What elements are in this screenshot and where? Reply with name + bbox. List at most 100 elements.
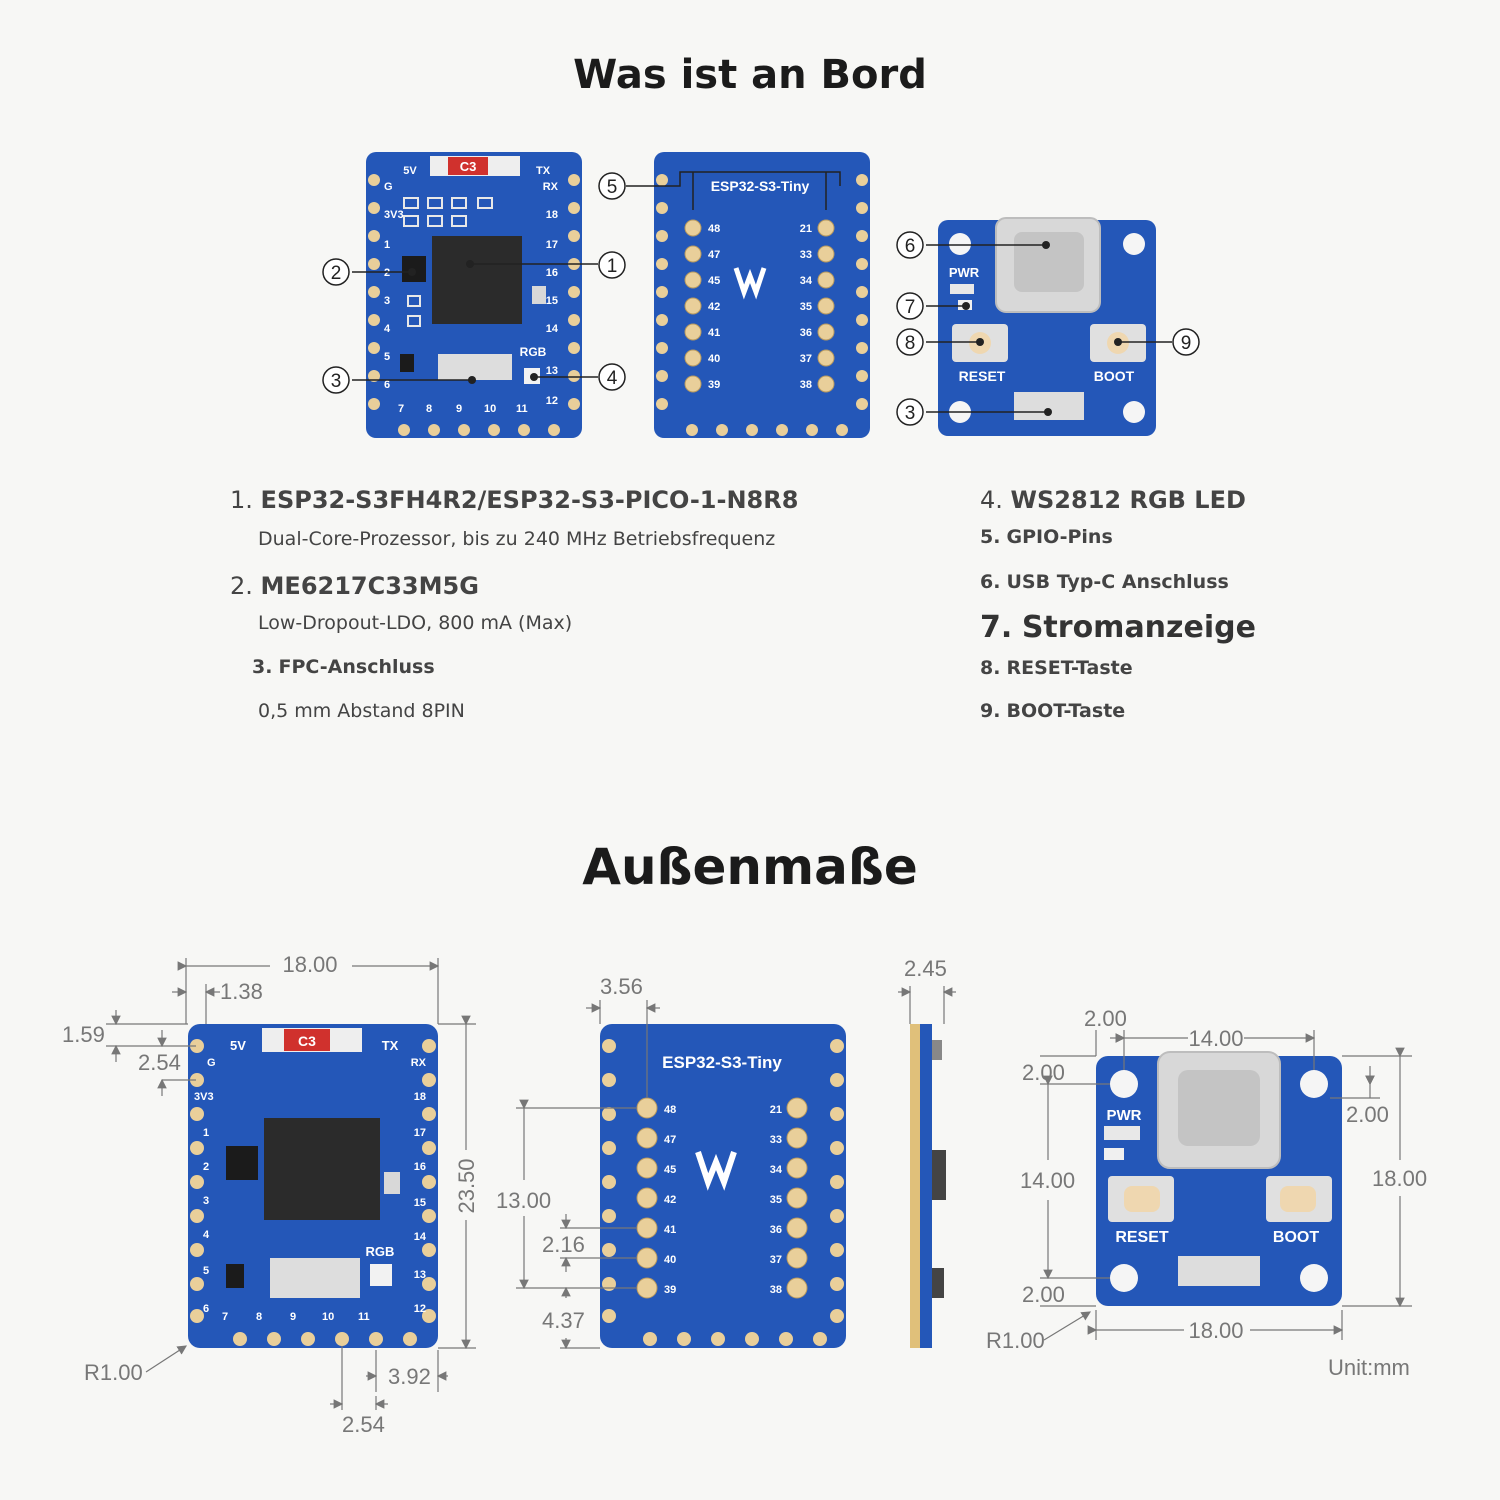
svg-text:16: 16	[546, 267, 558, 279]
callout-6: 6	[896, 231, 924, 259]
svg-text:14: 14	[414, 1231, 427, 1243]
svg-text:33: 33	[770, 1134, 782, 1146]
front-bottom-pin-labels: 7 8 9 10 11	[398, 403, 528, 415]
svg-text:13: 13	[546, 365, 558, 377]
board-name: ESP32-S3-Tiny	[711, 178, 810, 194]
svg-text:5: 5	[384, 351, 390, 363]
svg-text:34: 34	[800, 275, 813, 287]
callout-2: 2	[322, 258, 350, 286]
dim-side-thickness: 2.45	[904, 956, 947, 981]
svg-text:3: 3	[905, 403, 916, 424]
dim-front-width: 18.00	[282, 952, 337, 977]
svg-text:C3: C3	[298, 1033, 316, 1049]
callout-9: 9	[1172, 328, 1200, 356]
dim-back-span: 13.00	[496, 1188, 551, 1213]
feature-3-desc: 0,5 mm Abstand 8PIN	[258, 700, 465, 722]
back-left-pin-labels: 48 47 45 42 41 40 39	[708, 223, 720, 391]
callout-7: 7	[896, 292, 924, 320]
svg-text:6: 6	[384, 379, 390, 391]
svg-text:ESP32-S3-Tiny: ESP32-S3-Tiny	[662, 1053, 782, 1072]
svg-text:4: 4	[607, 368, 618, 389]
svg-text:47: 47	[708, 249, 720, 261]
svg-text:45: 45	[664, 1164, 676, 1176]
svg-text:48: 48	[664, 1104, 676, 1116]
label-tx: TX	[536, 165, 551, 177]
feature-1: 1. ESP32-S3FH4R2/ESP32-S3-PICO-1-N8R8	[230, 486, 799, 514]
logo-icon	[695, 1151, 737, 1191]
label-reset: RESET	[959, 368, 1006, 384]
feature-2: 2. ME6217C33M5G	[230, 572, 479, 600]
svg-text:33: 33	[800, 249, 812, 261]
castellated-pads	[368, 174, 580, 436]
label-rgb: RGB	[520, 345, 547, 359]
dim-back-pitch: 2.16	[542, 1232, 585, 1257]
svg-text:12: 12	[546, 395, 558, 407]
svg-text:35: 35	[800, 301, 812, 313]
dim-adapter-hole-span-x: 14.00	[1188, 1026, 1243, 1051]
dim-adapter-hole-y: 2.00	[1022, 1060, 1065, 1085]
callout-4: 4	[598, 363, 626, 391]
svg-text:42: 42	[708, 301, 720, 313]
dim-front-offset-y: 1.59	[62, 1022, 105, 1047]
dim-adapter-width: 18.00	[1188, 1318, 1243, 1343]
svg-text:8: 8	[426, 403, 432, 415]
svg-text:45: 45	[708, 275, 720, 287]
callout-3-adapter: 3	[896, 398, 924, 426]
dim-back-top: 3.56	[600, 974, 643, 999]
svg-text:3: 3	[331, 371, 342, 392]
svg-text:10: 10	[484, 403, 496, 415]
svg-text:41: 41	[708, 327, 720, 339]
svg-text:11: 11	[516, 403, 528, 415]
svg-text:38: 38	[770, 1284, 782, 1296]
section-title-dimensions: Außenmaße	[582, 838, 918, 896]
svg-text:4: 4	[384, 323, 391, 335]
label-pwr: PWR	[949, 265, 980, 280]
svg-text:42: 42	[664, 1194, 676, 1206]
back-right-pin-labels: 21 33 34 35 36 37 38	[800, 223, 813, 391]
dim-front-pitch: 2.54	[138, 1050, 181, 1075]
svg-text:3V3: 3V3	[194, 1091, 214, 1103]
svg-text:21: 21	[770, 1104, 782, 1116]
svg-text:5: 5	[203, 1265, 209, 1277]
fpc-connector	[438, 354, 512, 380]
feature-7: 7. Stromanzeige	[980, 610, 1256, 645]
front-dimension-lines	[106, 958, 476, 1410]
feature-5: 5. GPIO-Pins	[980, 526, 1113, 548]
dim-front-edge: 3.92	[388, 1364, 431, 1389]
svg-text:RX: RX	[543, 181, 559, 193]
adapter-board-top: PWR RESET BOOT	[938, 217, 1156, 436]
svg-text:BOOT: BOOT	[1273, 1229, 1319, 1246]
dim-adapter-bottom-y: 2.00	[1022, 1282, 1065, 1307]
logo-icon	[733, 267, 767, 300]
svg-text:2: 2	[384, 267, 390, 279]
dim-adapter-hole-x: 2.00	[1084, 1006, 1127, 1031]
svg-text:21: 21	[800, 223, 812, 235]
svg-text:7: 7	[398, 403, 404, 415]
label-5v: 5V	[403, 165, 417, 177]
feature-4: 4. WS2812 RGB LED	[980, 486, 1246, 514]
front-right-pin-labels: RX 18 17 16 15 14 13 12	[543, 181, 559, 407]
svg-text:16: 16	[414, 1161, 426, 1173]
svg-text:15: 15	[414, 1197, 426, 1209]
svg-text:2: 2	[331, 263, 342, 284]
unit-label: Unit:mm	[1328, 1355, 1410, 1380]
svg-text:9: 9	[1181, 333, 1192, 354]
svg-text:39: 39	[664, 1284, 676, 1296]
feature-1-desc: Dual-Core-Prozessor, bis zu 240 MHz Betr…	[258, 528, 776, 550]
svg-text:3: 3	[203, 1195, 209, 1207]
svg-text:13: 13	[414, 1269, 426, 1281]
svg-text:37: 37	[770, 1254, 782, 1266]
svg-text:17: 17	[546, 239, 558, 251]
svg-text:40: 40	[708, 353, 720, 365]
svg-text:6: 6	[203, 1303, 209, 1315]
svg-text:G: G	[207, 1057, 216, 1069]
adapter-board-dimensioned: PWR RESET BOOT	[1096, 1051, 1342, 1306]
board-back-top: ESP32-S3-Tiny 48 47 45 42 41 40 39 21 33…	[654, 152, 870, 438]
dim-adapter-height: 18.00	[1372, 1166, 1427, 1191]
dim-front-height: 23.50	[454, 1158, 479, 1213]
svg-text:17: 17	[414, 1127, 426, 1139]
back-dimension-lines	[516, 1000, 660, 1350]
svg-text:18: 18	[546, 209, 558, 221]
feature-8: 8. RESET-Taste	[980, 657, 1133, 679]
board-front-top: C3 5V TX G 3V3 1 2 3 4 5 6 RX 18 17 16 1…	[366, 152, 582, 438]
